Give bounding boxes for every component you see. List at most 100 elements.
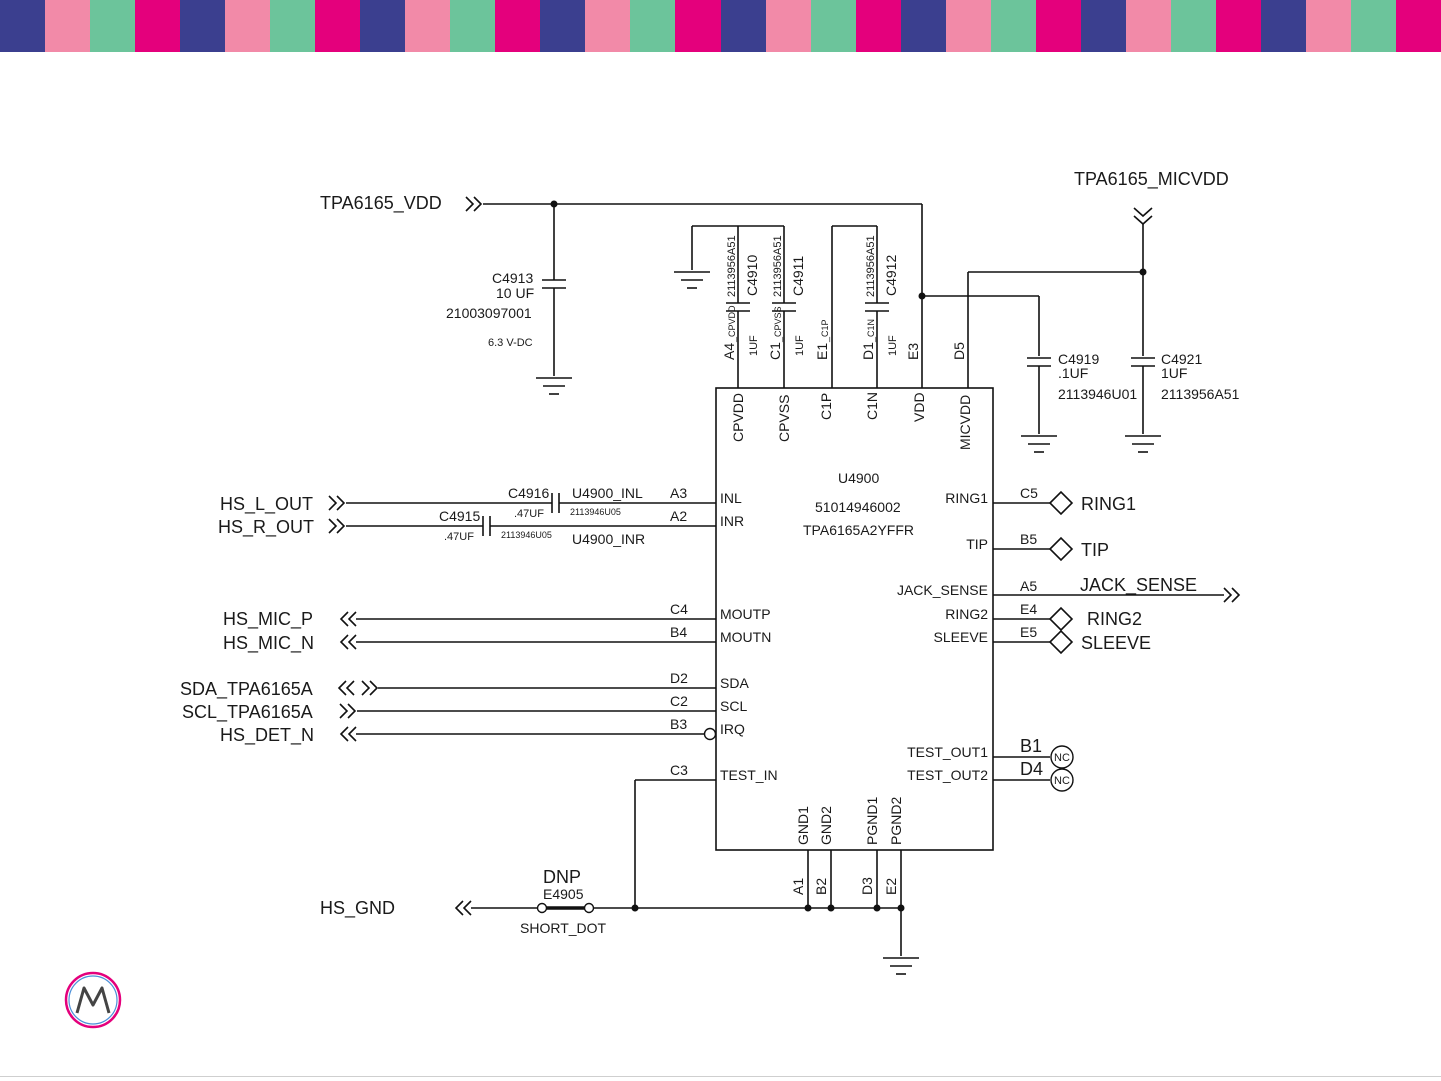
offpage-connector-icon [339,634,357,650]
jumper-dnp: DNP [543,867,581,887]
ball-b5: B5 [1020,531,1037,547]
stripe-segment [150,0,166,52]
c4913-pn: 21003097001 [446,305,532,321]
stripe-segment [285,0,301,52]
stripe-segment [345,0,361,52]
bidirectional-connector-icon [337,680,379,696]
pin-test-out2: TEST_OUT2 [907,767,988,783]
i2c-bus: SDA_TPA6165A D2 SCL_TPA6165A C2 HS_DET_N… [180,670,717,746]
net-label-sda: SDA_TPA6165A [180,679,313,700]
stripe-segment [690,0,706,52]
stripe-segment [195,0,211,52]
stripe-segment [780,0,797,52]
port-diamond-icon [1048,536,1074,562]
stripe-segment [570,0,586,52]
jumper-ref: E4905 [543,886,584,902]
stripe-segment [135,0,151,52]
net-label-tpa6165-vdd: TPA6165_VDD [320,193,442,214]
offpage-connector-icon [1223,587,1241,603]
ball-a4-sub: _CPVDD [727,305,737,343]
ball-d1-sub: _C1N [866,319,876,343]
ball-a1: A1 [790,878,806,895]
ic-part-name: TPA6165A2YFFR [803,522,914,538]
stripe-segment [840,0,857,52]
ground-icon [883,957,919,975]
net-label-ring2: RING2 [1087,609,1142,629]
offpage-connector-icon [465,196,483,212]
test-in-gnd: C3 HS_GND DNP E4905 SHORT_DOT [320,762,901,936]
micvdd-rail: TPA6165_MICVDD [922,169,1229,388]
c4912-ref: C4912 [883,255,899,296]
c4911-value: 1UF [794,335,806,356]
stripe-segment [300,0,316,52]
stripe-segment [1050,0,1067,52]
c4912-value: 1UF [887,335,899,356]
stripe-segment [1365,0,1382,52]
stripe-segment [120,0,136,52]
ball-e1: E1 [814,343,830,360]
stripe-segment [1020,0,1037,52]
ball-d5: D5 [951,342,967,360]
pin-c1n: C1N [864,392,880,420]
stripe-segment [450,0,466,52]
ball-a3: A3 [670,485,687,501]
svg-text:NC: NC [1054,752,1070,764]
stripe-segment [390,0,406,52]
stripe-segment [945,0,962,52]
capacitor-c4916: C4916 .47UF 2113946U05 [508,485,621,520]
stripe-segment [1110,0,1127,52]
stripe-segment [1245,0,1262,52]
stripe-segment [1200,0,1217,52]
test-outputs: B1 NC D4 NC [993,736,1074,792]
net-label-jack-sense: JACK_SENSE [1080,575,1197,596]
c4912-pn: 2113956A51 [865,235,877,297]
ground-icon [1125,435,1161,453]
ball-a4: A4 [721,343,737,360]
stripe-segment [795,0,812,52]
stripe-segment [1170,0,1187,52]
svg-text:.47UF: .47UF [514,508,544,520]
stripe-segment [1035,0,1052,52]
offpage-connector-icon [1133,207,1153,226]
ball-d4: D4 [1020,759,1043,779]
net-label-hs-mic-n: HS_MIC_N [223,633,314,654]
stripe-segment [420,0,436,52]
stripe-segment [990,0,1007,52]
c4913-ref: C4913 [492,270,533,286]
svg-text:.47UF: .47UF [444,531,474,543]
stripe-segment [1380,0,1397,52]
stripe-segment [1335,0,1352,52]
bottom-gnd-pins: A1 B2 D3 E2 [790,850,919,975]
pin-scl: SCL [720,698,747,714]
stripe-segment [735,0,751,52]
port-diamond-icon [1048,629,1074,655]
stripe-segment [975,0,992,52]
pin-ring1: RING1 [945,490,988,506]
stripe-segment [810,0,827,52]
ball-d3: D3 [859,877,875,895]
net-label-u4900-inl: U4900_INL [572,485,643,501]
stripe-segment [885,0,902,52]
stripe-segment [870,0,887,52]
stripe-segment [1215,0,1232,52]
stripe-segment [375,0,391,52]
stripe-segment [855,0,872,52]
c4911-pn: 2113956A51 [772,235,784,297]
c4919-value: .1UF [1058,365,1088,381]
capacitor-c4910-c4911: 2113956A51 C4910 1UF 2113956A51 C4911 1U… [674,225,806,388]
ground-icon [536,377,572,395]
stripe-segment [405,0,421,52]
no-connect-icon [1050,768,1074,792]
stripe-segment [270,0,286,52]
stripe-segment [615,0,631,52]
stripe-segment [510,0,526,52]
pin-inl: INL [720,490,742,506]
ic-u4900: U4900 51014946002 TPA6165A2YFFR CPVDD CP… [715,305,994,851]
c4910-value: 1UF [748,335,760,356]
brand-color-stripe [0,0,1441,52]
no-connect-icon [1050,745,1074,769]
stripe-segment [915,0,932,52]
ic-part-number: 51014946002 [815,499,901,515]
pin-gnd2: GND2 [818,806,834,845]
ball-e3: E3 [905,343,921,360]
